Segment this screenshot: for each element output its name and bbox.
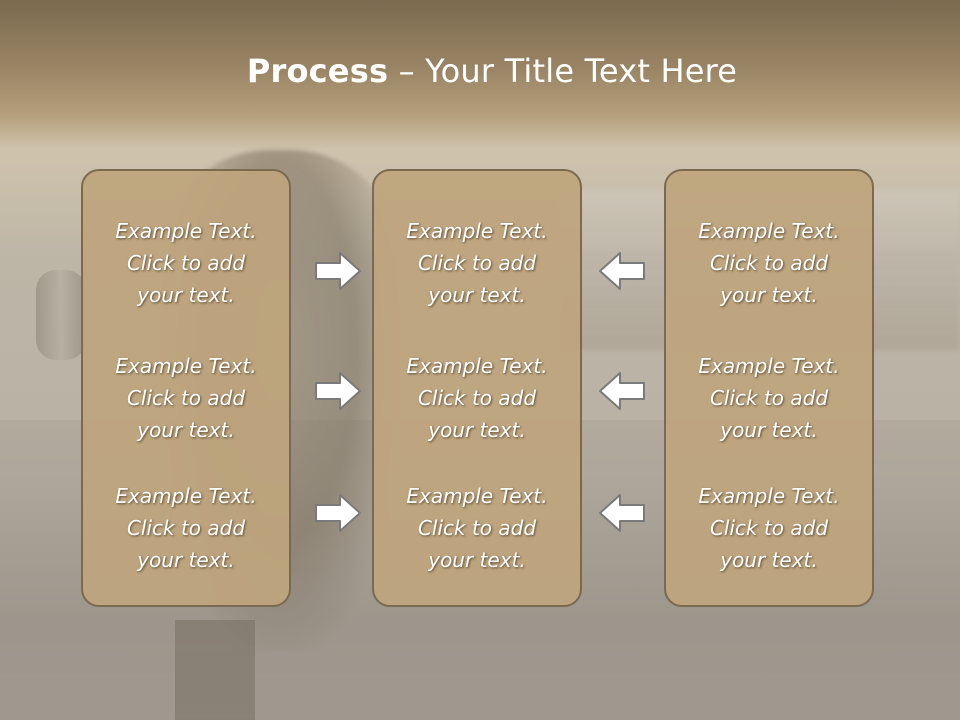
- text-line: your text.: [428, 548, 526, 572]
- text-line: Example Text.: [115, 219, 257, 243]
- text-block[interactable]: Example Text. Click to add your text.: [83, 215, 289, 311]
- text-line: your text.: [137, 418, 235, 442]
- text-line: Example Text.: [406, 354, 548, 378]
- text-line: your text.: [428, 283, 526, 307]
- text-line: Click to add: [126, 386, 246, 410]
- text-block[interactable]: Example Text. Click to add your text.: [374, 350, 580, 446]
- arrow-left-icon: [599, 252, 645, 290]
- text-block[interactable]: Example Text. Click to add your text.: [83, 350, 289, 446]
- text-line: Click to add: [417, 386, 537, 410]
- text-line: Example Text.: [698, 354, 840, 378]
- text-line: Click to add: [417, 251, 537, 275]
- text-block[interactable]: Example Text. Click to add your text.: [666, 480, 872, 576]
- arrow-right-icon: [315, 252, 361, 290]
- arrow-right-icon: [315, 494, 361, 532]
- text-line: your text.: [137, 548, 235, 572]
- text-line: Example Text.: [406, 484, 548, 508]
- text-line: Example Text.: [698, 484, 840, 508]
- arrow-left-icon: [599, 494, 645, 532]
- text-block[interactable]: Example Text. Click to add your text.: [83, 480, 289, 576]
- text-line: Example Text.: [115, 354, 257, 378]
- title-bold: Process: [246, 52, 389, 90]
- text-line: Click to add: [126, 251, 246, 275]
- text-line: Click to add: [709, 251, 829, 275]
- text-line: Click to add: [709, 386, 829, 410]
- text-line: Click to add: [417, 516, 537, 540]
- text-line: your text.: [428, 418, 526, 442]
- background-knob: [36, 270, 86, 360]
- text-block[interactable]: Example Text. Click to add your text.: [666, 215, 872, 311]
- background-pole: [175, 620, 255, 720]
- text-line: Click to add: [709, 516, 829, 540]
- arrow-right-icon: [315, 372, 361, 410]
- text-line: Example Text.: [406, 219, 548, 243]
- title-rest: – Your Title Text Here: [388, 52, 738, 90]
- text-line: Example Text.: [698, 219, 840, 243]
- text-line: your text.: [720, 283, 818, 307]
- process-box-right[interactable]: Example Text. Click to add your text. Ex…: [664, 169, 874, 607]
- process-box-left[interactable]: Example Text. Click to add your text. Ex…: [81, 169, 291, 607]
- arrow-left-icon: [599, 372, 645, 410]
- text-line: Click to add: [126, 516, 246, 540]
- text-block[interactable]: Example Text. Click to add your text.: [374, 215, 580, 311]
- text-line: your text.: [720, 548, 818, 572]
- text-line: your text.: [720, 418, 818, 442]
- slide-title[interactable]: Process – Your Title Text Here: [0, 52, 960, 90]
- text-line: Example Text.: [115, 484, 257, 508]
- text-block[interactable]: Example Text. Click to add your text.: [666, 350, 872, 446]
- process-box-center[interactable]: Example Text. Click to add your text. Ex…: [372, 169, 582, 607]
- text-block[interactable]: Example Text. Click to add your text.: [374, 480, 580, 576]
- text-line: your text.: [137, 283, 235, 307]
